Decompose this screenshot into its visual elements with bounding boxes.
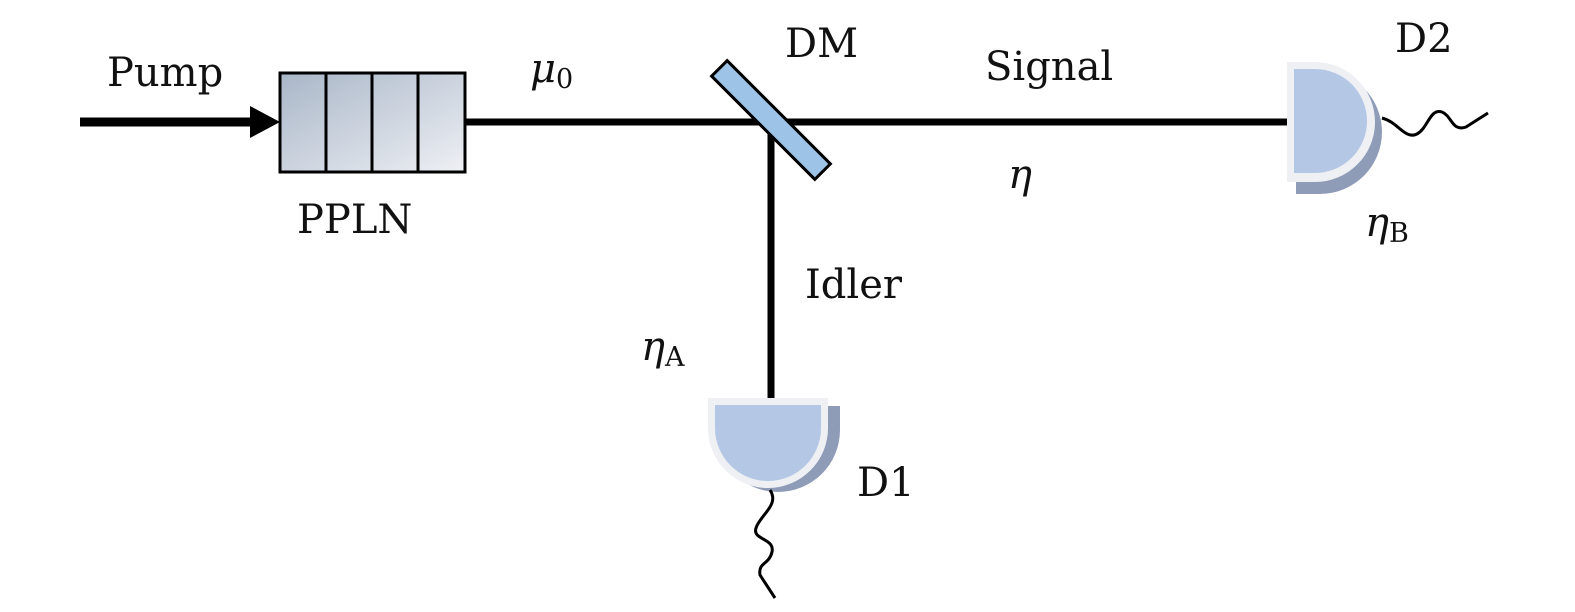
d2-label: D2	[1395, 16, 1453, 62]
mu-symbol: μ	[530, 46, 556, 92]
eta-a-label: ηA	[641, 324, 685, 373]
detector-d1	[708, 398, 840, 599]
eta-b-subscript: B	[1389, 218, 1409, 249]
ppln-crystal	[278, 71, 467, 174]
idler-label: Idler	[805, 262, 903, 308]
pump-label: Pump	[107, 50, 223, 96]
signal-label: Signal	[985, 44, 1113, 90]
eta-a-subscript: A	[664, 342, 685, 373]
detector-d2	[1287, 62, 1489, 194]
ppln-label: PPLN	[297, 197, 412, 243]
mu-subscript: 0	[556, 64, 573, 95]
pump-arrow	[80, 106, 280, 138]
eta-channel-label: η	[1008, 152, 1032, 198]
mu0-label: μ0	[530, 46, 573, 95]
eta-b-label: ηB	[1365, 200, 1409, 249]
dichroic-mirror	[709, 58, 833, 182]
eta-b-symbol: η	[1365, 200, 1389, 246]
d1-label: D1	[857, 460, 915, 506]
eta-a-symbol: η	[641, 324, 665, 370]
dm-label: DM	[785, 21, 858, 67]
d2-output-wire	[1381, 110, 1489, 137]
d1-output-wire	[754, 489, 777, 599]
